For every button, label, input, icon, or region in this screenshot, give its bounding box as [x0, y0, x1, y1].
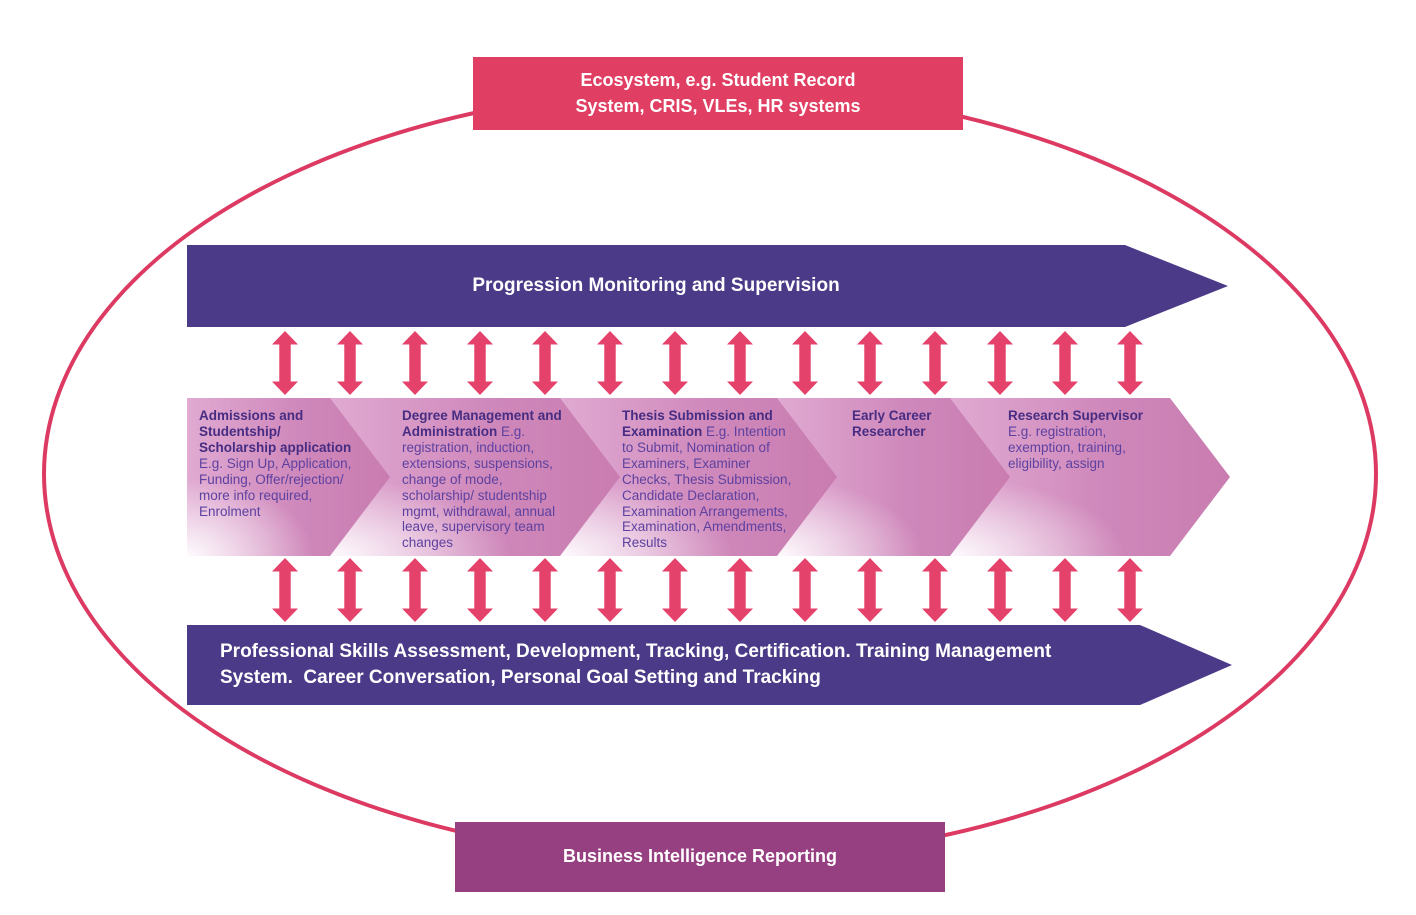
- double-headed-arrow-icon: [922, 331, 948, 395]
- chevron-degree-management: Degree Management and Administration E.g…: [330, 398, 620, 556]
- double-headed-arrow-icon: [402, 558, 428, 622]
- double-headed-arrow-icon: [272, 558, 298, 622]
- double-headed-arrow-icon: [792, 558, 818, 622]
- double-headed-arrow-icon: [1117, 331, 1143, 395]
- progression-monitoring-label: Progression Monitoring and Supervision: [472, 275, 840, 296]
- chevron-degree-management-heading: Degree Management and Administration: [402, 408, 562, 439]
- ecosystem-box-label: Ecosystem, e.g. Student Record System, C…: [575, 70, 861, 116]
- double-headed-arrow-icon: [337, 331, 363, 395]
- chevron-degree-management-detail: E.g. registration, induction, extensions…: [402, 423, 556, 551]
- double-headed-arrow-icon: [727, 558, 753, 622]
- chevron-admissions-detail: E.g. Sign Up, Application, Funding, Offe…: [199, 455, 352, 519]
- double-headed-arrow-icon: [272, 331, 298, 395]
- business-intelligence-box: Business Intelligence Reporting: [455, 822, 945, 892]
- double-headed-arrow-icon: [532, 331, 558, 395]
- double-headed-arrow-icon: [467, 331, 493, 395]
- chevron-research-supervisor: Research Supervisor E.g. registration, e…: [950, 398, 1230, 556]
- bottom-connector-arrow-row: [272, 558, 1143, 622]
- double-headed-arrow-icon: [1052, 331, 1078, 395]
- professional-skills-banner: Professional Skills Assessment, Developm…: [187, 625, 1232, 705]
- double-headed-arrow-icon: [402, 331, 428, 395]
- professional-skills-label: Professional Skills Assessment, Developm…: [220, 641, 1052, 688]
- chevron-research-supervisor-detail: E.g. registration, exemption, training, …: [1008, 423, 1126, 471]
- chevron-thesis-submission: Thesis Submission and Examination E.g. I…: [560, 398, 837, 556]
- double-headed-arrow-icon: [662, 558, 688, 622]
- top-connector-arrow-row: [272, 331, 1143, 395]
- progression-monitoring-banner: Progression Monitoring and Supervision: [187, 245, 1228, 327]
- double-headed-arrow-icon: [727, 331, 753, 395]
- double-headed-arrow-icon: [597, 331, 623, 395]
- chevron-thesis-submission-heading: Thesis Submission and Examination: [622, 408, 773, 439]
- chevron-early-career-researcher-heading: Early Career Researcher: [852, 408, 932, 439]
- chevron-admissions: Admissions and Studentship/ Scholarship …: [187, 398, 390, 556]
- double-headed-arrow-icon: [662, 331, 688, 395]
- double-headed-arrow-icon: [337, 558, 363, 622]
- double-headed-arrow-icon: [532, 558, 558, 622]
- chevron-admissions-heading: Admissions and Studentship/ Scholarship …: [199, 408, 352, 455]
- double-headed-arrow-icon: [922, 558, 948, 622]
- ecosystem-box: Ecosystem, e.g. Student Record System, C…: [473, 57, 963, 130]
- double-headed-arrow-icon: [792, 331, 818, 395]
- double-headed-arrow-icon: [467, 558, 493, 622]
- double-headed-arrow-icon: [597, 558, 623, 622]
- chevron-early-career-researcher: Early Career Researcher: [777, 398, 1010, 556]
- double-headed-arrow-icon: [857, 558, 883, 622]
- double-headed-arrow-icon: [987, 331, 1013, 395]
- business-intelligence-label: Business Intelligence Reporting: [562, 846, 838, 867]
- double-headed-arrow-icon: [857, 331, 883, 395]
- chevron-research-supervisor-heading: Research Supervisor: [1008, 408, 1144, 423]
- chevron-thesis-submission-detail: E.g. Intention to Submit, Nomination of …: [622, 423, 792, 551]
- double-headed-arrow-icon: [1052, 558, 1078, 622]
- double-headed-arrow-icon: [987, 558, 1013, 622]
- double-headed-arrow-icon: [1117, 558, 1143, 622]
